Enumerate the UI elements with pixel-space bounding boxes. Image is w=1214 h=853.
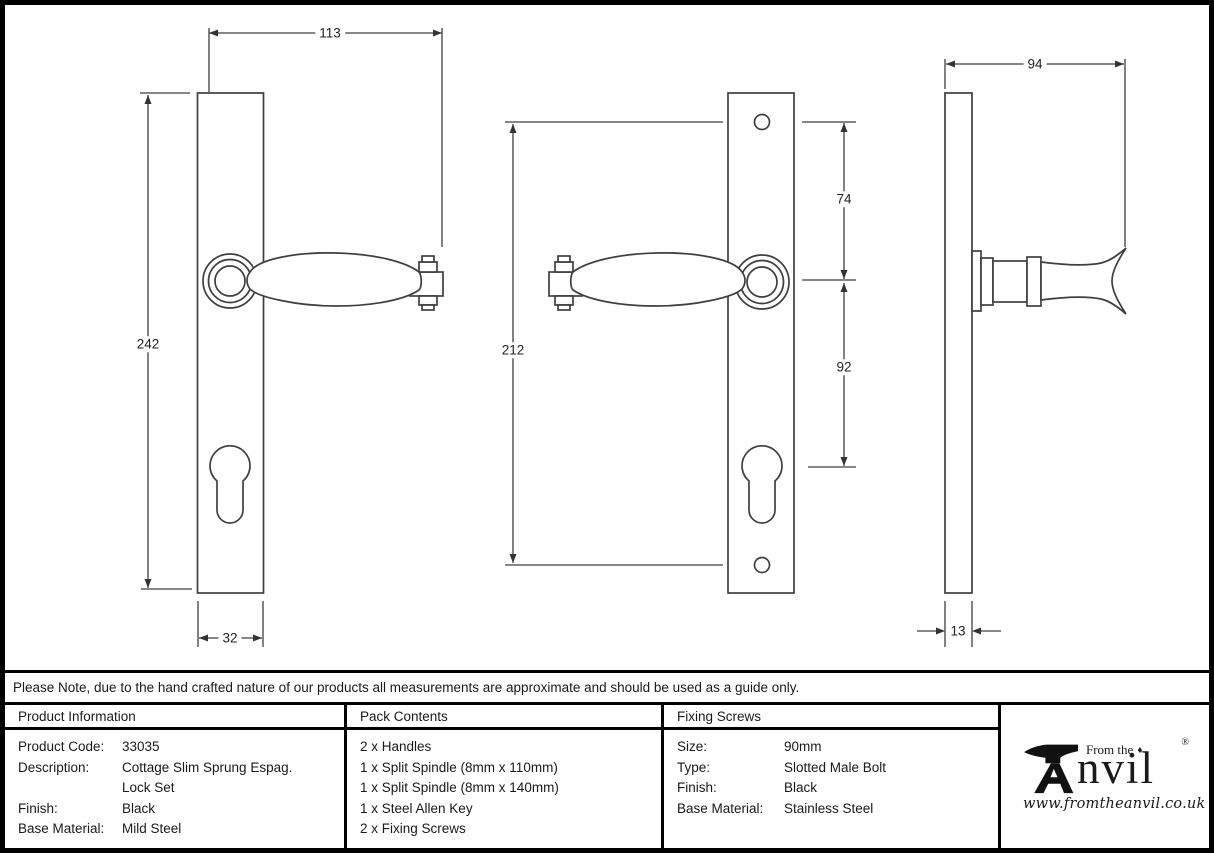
technical-drawing-svg <box>140 28 1127 647</box>
brand-logo-cell: From the ♦ nvil ® www.fromtheanvil.co.uk <box>1001 705 1209 848</box>
table-row: Description:Cottage Slim Sprung Espag. <box>18 759 293 775</box>
diamond-icon: ♦ <box>1137 745 1143 756</box>
list-item: 2 x Fixing Screws <box>360 821 466 837</box>
list-item: 2 x Handles <box>360 739 432 754</box>
middle-handle-fixing <box>548 255 583 311</box>
front-view-left <box>196 92 444 594</box>
middle-screw-hole-bottom <box>753 556 771 574</box>
logo-wordmark: nvil <box>1077 742 1156 793</box>
side-backplate <box>944 92 973 594</box>
middle-screw-hole-top <box>753 113 771 131</box>
dim-13 <box>917 601 1001 647</box>
anvil-icon <box>1024 744 1078 793</box>
from-the-anvil-logo: From the ♦ nvil ® www.fromtheanvil.co.uk <box>1023 736 1206 816</box>
table-row: Product Code:33035 <box>18 739 160 754</box>
list-item: 1 x Split Spindle (8mm x 110mm) <box>360 759 558 775</box>
dim-212 <box>505 121 723 566</box>
table-row: Base Material:Mild Steel <box>18 821 182 837</box>
left-handle <box>246 252 423 307</box>
fixing-screws-cell: Size:90mm Type:Slotted Male Bolt Finish:… <box>664 730 1001 848</box>
registered-mark: ® <box>1181 736 1189 748</box>
header-pack-contents: Pack Contents <box>347 705 664 730</box>
dim-label-projection: 94 <box>1023 56 1047 72</box>
table-row: Size:90mm <box>677 739 822 754</box>
side-rose-base <box>971 250 982 312</box>
middle-rose-inner <box>746 266 778 298</box>
side-view <box>944 92 1127 594</box>
table-row: Base Material:Stainless Steel <box>677 800 874 816</box>
measurement-note-text: Please Note, due to the hand crafted nat… <box>13 680 800 695</box>
logo-url: www.fromtheanvil.co.uk <box>1023 795 1206 812</box>
dim-32 <box>197 601 264 647</box>
middle-keyhole <box>741 445 783 524</box>
dim-label-front-height: 242 <box>132 336 164 352</box>
table-row: Lock Set <box>122 780 175 796</box>
spec-table: Product Information Pack Contents Fixing… <box>5 705 1209 848</box>
front-view-middle <box>548 92 795 594</box>
middle-handle <box>569 252 746 307</box>
left-rose-inner <box>214 265 246 297</box>
dimension-lines <box>140 28 1126 647</box>
dim-label-plate-width: 32 <box>218 630 242 646</box>
list-item: 1 x Split Spindle (8mm x 140mm) <box>360 780 559 796</box>
table-row: Type:Slotted Male Bolt <box>677 759 887 775</box>
table-row: Finish:Black <box>677 780 818 796</box>
header-product-information: Product Information <box>5 705 347 730</box>
header-fixing-screws: Fixing Screws <box>664 705 1001 730</box>
product-information-cell: Product Code:33035 Description:Cottage S… <box>5 730 347 848</box>
dim-label-hole-to-handle: 74 <box>832 191 856 207</box>
side-rose-ring <box>980 257 994 306</box>
table-row: Finish:Black <box>18 800 156 816</box>
logo-prefix: From the ♦ <box>1086 741 1143 757</box>
dim-label-front-width: 113 <box>315 25 345 41</box>
left-keyhole <box>209 445 251 524</box>
dim-label-screw-centres: 212 <box>497 342 529 358</box>
dim-92 <box>808 283 856 468</box>
side-handle-fishtail <box>1040 247 1127 315</box>
side-rose-block <box>992 260 1028 303</box>
dim-label-handle-to-cylinder: 92 <box>832 359 856 375</box>
technical-drawing-area: 113 242 32 212 74 92 94 13 <box>132 25 1127 647</box>
dim-label-side-width: 13 <box>946 623 970 639</box>
measurement-note: Please Note, due to the hand crafted nat… <box>0 670 1214 705</box>
list-item: 1 x Steel Allen Key <box>360 800 473 816</box>
pack-contents-cell: 2 x Handles 1 x Split Spindle (8mm x 110… <box>347 730 664 848</box>
side-handle-collar <box>1026 256 1042 307</box>
